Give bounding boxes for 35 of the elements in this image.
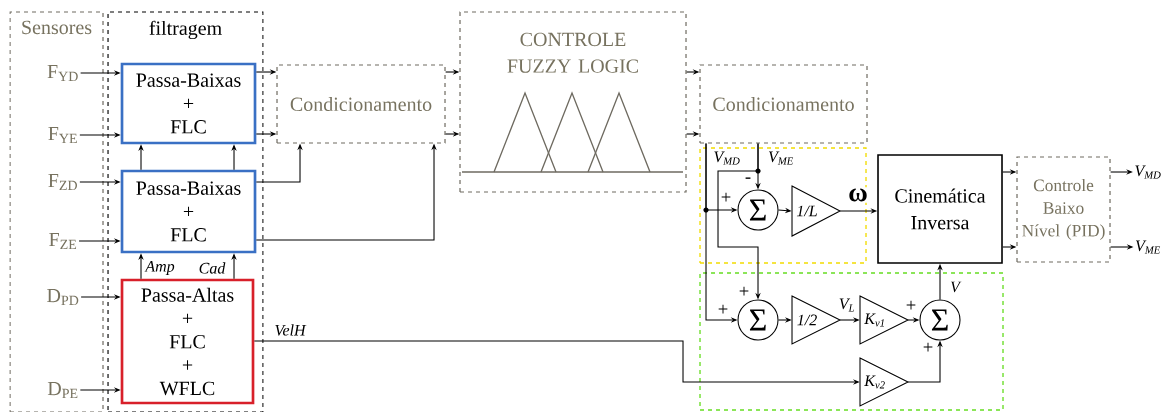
dashed-region xyxy=(699,147,867,264)
sensor-label: F$_{ZD}$ xyxy=(48,174,77,190)
output-label: V$_{ME}$ xyxy=(1135,240,1161,254)
fuzzy-box: CONTROLE FUZZY LOGIC xyxy=(459,11,687,193)
edge-label: VelH xyxy=(273,323,307,337)
edge-label: V$_{MD}$ xyxy=(712,150,742,166)
sign-label: - xyxy=(745,177,751,179)
edge-label: Cad xyxy=(197,261,227,275)
summing-junction: Σ xyxy=(737,299,779,341)
sign-label: + xyxy=(721,192,731,202)
edge-label: V xyxy=(948,280,962,294)
sensor-label: F$_{ZE}$ xyxy=(49,233,77,249)
edge-label: ω xyxy=(846,187,870,203)
edge-label: V$_{ME}$ xyxy=(766,150,796,166)
process-box: Cinemática Inversa xyxy=(877,154,1003,264)
dashed-box: Condicionamento xyxy=(699,64,868,144)
dashed-box: Condicionamento xyxy=(276,64,446,144)
summing-junction: Σ xyxy=(737,189,779,231)
dashed-box: Controle Baixo Nível (PID) xyxy=(1016,156,1111,263)
output-label: V$_{MD}$ xyxy=(1135,165,1161,179)
sensor-label: D$_{PE}$ xyxy=(47,382,78,398)
filter-box: Passa-Altas + FLC + WFLC xyxy=(120,278,255,405)
sign-label: + xyxy=(739,286,749,296)
gain-triangle: K$_{v2}$ xyxy=(859,357,910,407)
edge-label: Amp xyxy=(144,259,176,277)
sensor-label: F$_{YD}$ xyxy=(47,65,78,81)
summing-junction: Σ xyxy=(919,299,961,341)
filter-box: Passa-Baixas + FLC xyxy=(120,169,257,254)
sensor-label: D$_{PD}$ xyxy=(47,289,79,305)
dashed-region xyxy=(699,272,1004,411)
filter-box: Passa-Baixas + FLC xyxy=(120,62,257,145)
sign-label: + xyxy=(718,304,728,314)
gain-triangle: 1/L xyxy=(791,185,842,237)
sign-label: + xyxy=(923,342,933,352)
sensor-label: F$_{YE}$ xyxy=(48,127,77,143)
